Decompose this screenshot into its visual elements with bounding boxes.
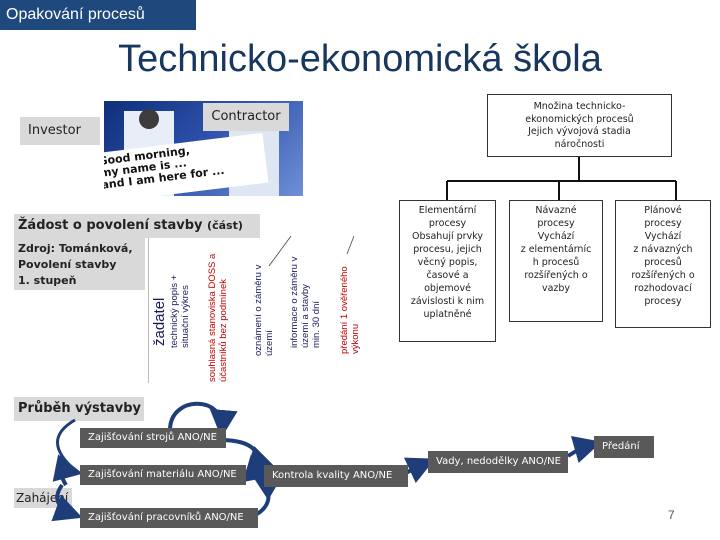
tree-child-line: rozhodovací [634, 283, 692, 294]
investor-label: Investor [20, 117, 100, 145]
arrow-loop-top [168, 401, 238, 438]
tree-root-line: náročnosti [554, 138, 605, 150]
arrow-start-to-material [52, 454, 83, 487]
tree-child-line: Elementární [418, 205, 477, 216]
tree-child-line: uplatněné [423, 309, 472, 320]
page-title: Technicko-ekonomická škola [118, 38, 602, 80]
step-material: Zajišťování materiálu ANO/NE [80, 465, 246, 485]
permit-title-suffix: (část) [207, 219, 243, 232]
tree-child-line: vazby [541, 283, 571, 294]
tree-child-elementary: Elementární procesy Obsahují prvky proce… [399, 200, 496, 342]
permit-source-line: 1. stupeň [18, 274, 77, 287]
tree-child-line: věcný popis, [417, 257, 478, 268]
tree-root-line: ekonomických procesů [525, 113, 634, 125]
tree-root-line: Množina technicko- [533, 101, 626, 112]
tree-child-line: časové a [426, 270, 469, 281]
tree-child-line: rozšířených o [524, 270, 588, 281]
tree-child-line: závislosti k nim [410, 296, 485, 307]
tree-child-line: Vychází [537, 231, 575, 242]
contractor-label: Contractor [203, 103, 289, 131]
permit-form: žadatel technický popis + situační výkre… [148, 236, 385, 383]
tree-child-line: procesy [644, 218, 682, 229]
tree-root-line: Jejich vývojová stadia [528, 126, 631, 137]
step-handover: Předání [594, 436, 654, 458]
arrow-start-to-workers [51, 483, 83, 522]
step-quality: Kontrola kvality ANO/NE [264, 465, 408, 487]
arrow-left-loop [56, 418, 76, 472]
tree-child-line: Vychází [644, 231, 682, 242]
arrow-workers-up [251, 473, 283, 517]
tree-child-line: Návazné [535, 205, 577, 216]
permit-source: Zdroj: Tománková, Povolení stavby 1. stu… [14, 238, 145, 290]
arrow-defects-to-handover [566, 436, 602, 463]
progress-title: Průběh výstavby [14, 397, 144, 421]
tree-child-planned: Plánové procesy Vychází z návazných proc… [615, 200, 711, 328]
tree-child-line: h procesů [532, 257, 580, 268]
tree-root: Množina technicko- ekonomických procesů … [487, 94, 672, 157]
tree-child-line: Obsahují prvky [412, 231, 483, 242]
permit-source-line: Zdroj: Tománková, [18, 242, 133, 255]
page-number: 7 [668, 508, 675, 522]
tree-child-line: procesů [644, 257, 682, 268]
tree-child-line: objemové [424, 283, 471, 294]
arrow-construction-down [219, 438, 275, 476]
tree-child-line: procesy [644, 296, 682, 307]
tree-child-line: rozšířených o [631, 270, 695, 281]
tree-child-line: z elementárníc [520, 244, 592, 255]
tree-child-line: procesy [537, 218, 575, 229]
tree-child-line: Plánové [644, 205, 682, 216]
permit-title-text: Žádost o povolení stavby [18, 218, 203, 233]
tree-child-line: z návazných [633, 244, 693, 255]
tree-child-line: procesy [428, 218, 467, 229]
tree-child-connected: Návazné procesy Vychází z elementárníc h… [509, 200, 603, 322]
tree-child-line: procesu, jejich [413, 244, 482, 255]
permit-source-line: Povolení stavby [18, 258, 117, 271]
section-tag: Opakování procesů [0, 0, 196, 30]
step-construction: Zajišťování strojů ANO/NE [80, 428, 226, 448]
step-defects: Vady, nedodělky ANO/NE [428, 451, 568, 473]
permit-title: Žádost o povolení stavby (část) [14, 214, 260, 238]
step-workers: Zajišťování pracovníků ANO/NE [80, 508, 258, 528]
form-pointer-lines [268, 236, 355, 267]
